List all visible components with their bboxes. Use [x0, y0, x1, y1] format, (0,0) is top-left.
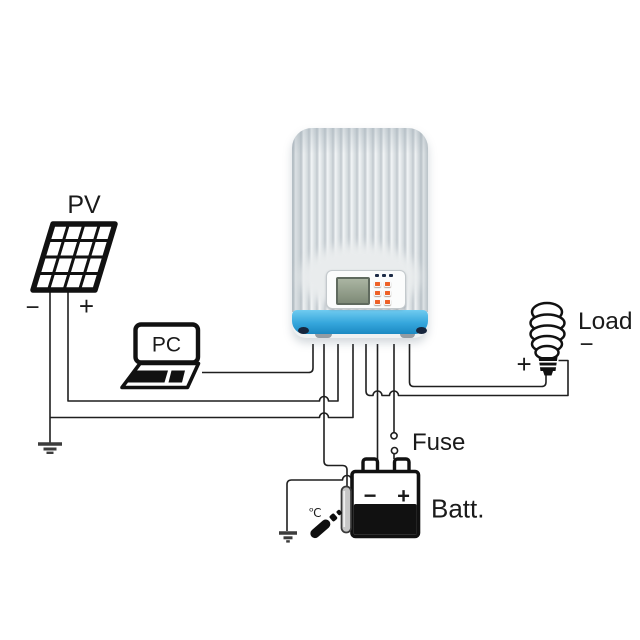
- bulb-screw-base: [538, 357, 558, 371]
- wire-pc: [202, 344, 314, 374]
- foot-screw-right: [416, 327, 427, 334]
- pv-panel-icon: [30, 221, 118, 293]
- panel-button: [384, 299, 391, 305]
- laptop-screen: [133, 322, 201, 365]
- battery-plus-sign: +: [397, 484, 410, 509]
- display-panel: [326, 270, 406, 309]
- indicator-leds: [375, 274, 393, 277]
- pc-label: PC: [152, 334, 181, 357]
- temp-unit-label: ℃: [308, 506, 321, 520]
- laptop-icon: [120, 322, 201, 390]
- charge-controller-device: [292, 128, 428, 338]
- battery-minus-sign: −: [364, 483, 377, 508]
- led-indicator: [389, 274, 393, 277]
- wires: [49, 290, 569, 531]
- labels: PV − + PC Load − + Fuse Batt.: [25, 191, 632, 524]
- load-label: Load: [578, 308, 633, 335]
- load-bulb-icon: [529, 301, 566, 376]
- lcd-screen: [336, 277, 370, 305]
- panel-button: [374, 299, 381, 305]
- blue-trim-band: [292, 310, 428, 334]
- load-minus-sign: −: [580, 331, 594, 358]
- temp-probe-icon: [340, 485, 352, 534]
- ground-icon-pv: [38, 442, 62, 454]
- battery-label: Batt.: [431, 494, 484, 524]
- temp-sensor-icon: [310, 509, 342, 539]
- ground-icon-battery: [279, 531, 297, 543]
- pv-plus-sign: +: [79, 291, 94, 321]
- battery-body-black: [353, 504, 417, 535]
- laptop-trackpad: [168, 370, 185, 383]
- wire-temp-sensor: [323, 344, 348, 487]
- laptop-keyboard: [127, 370, 168, 383]
- pv-minus-sign: −: [25, 294, 39, 321]
- panel-button: [374, 281, 381, 287]
- bulb-base-nub: [543, 371, 553, 376]
- fuse-label: Fuse: [412, 429, 465, 456]
- battery-icon: − +: [350, 457, 421, 539]
- wire-load-plus: [408, 344, 547, 388]
- panel-button: [374, 290, 381, 296]
- panel-button: [384, 290, 391, 296]
- pv-label: PV: [67, 191, 101, 219]
- led-indicator: [382, 274, 386, 277]
- led-indicator: [375, 274, 379, 277]
- wire-pv-minus: [49, 290, 354, 443]
- fuse-icon-bottom-terminal: [390, 446, 399, 455]
- load-plus-sign: +: [517, 349, 532, 379]
- button-pad: [374, 281, 391, 305]
- fuse-icon-top-terminal: [390, 431, 398, 440]
- wire-pv-plus: [67, 290, 339, 402]
- foot-screw-left: [298, 327, 309, 334]
- wire-load-minus: [365, 344, 569, 397]
- panel-button: [384, 281, 391, 287]
